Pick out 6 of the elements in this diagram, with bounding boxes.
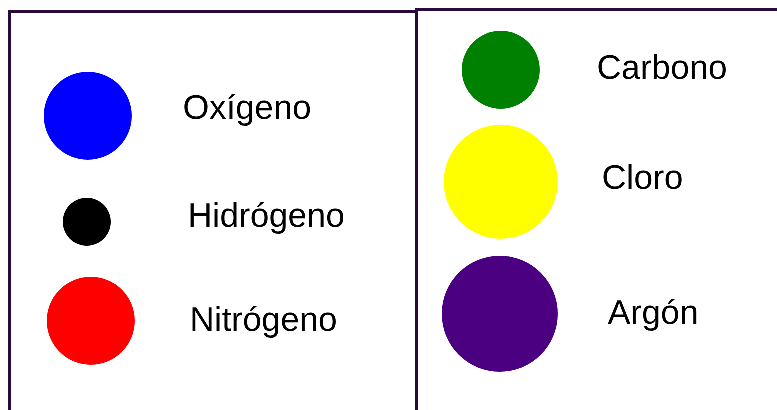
legend-label: Nitrógeno: [190, 300, 338, 340]
legend-label: Argón: [608, 293, 699, 333]
legend-label: Oxígeno: [183, 88, 312, 128]
legend-label: Cloro: [602, 158, 684, 198]
legend-label: Carbono: [597, 48, 728, 88]
legend-label: Hidrógeno: [188, 196, 345, 236]
